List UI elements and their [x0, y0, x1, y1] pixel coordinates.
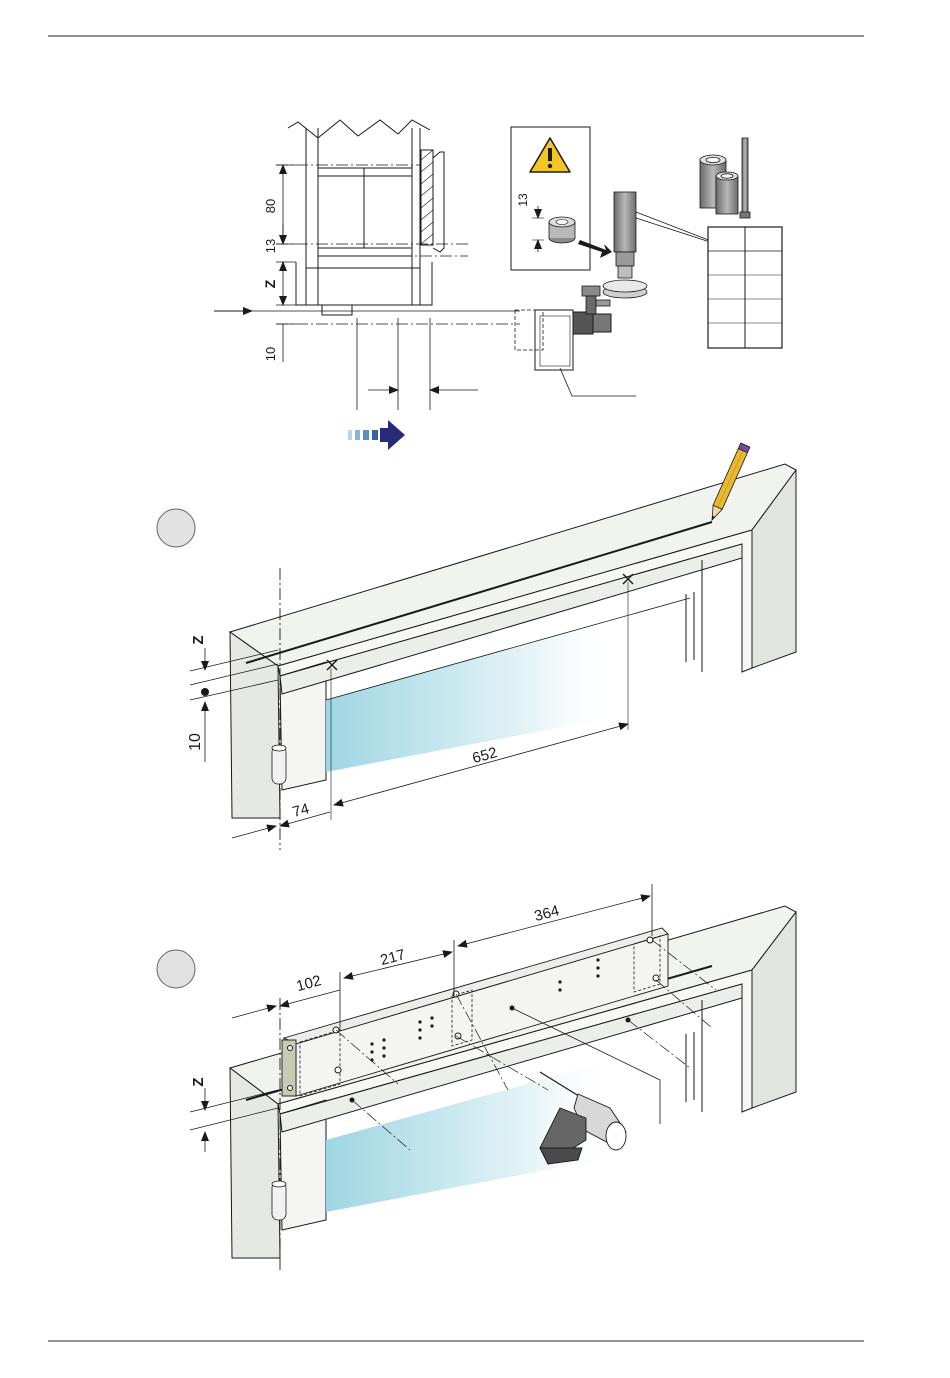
- dim-13-label: 13: [263, 239, 278, 253]
- step-1-dim-10-label: 10: [187, 733, 204, 751]
- step-1-dim-z-label: Z: [190, 635, 207, 644]
- step-2-dim-364-label: 364: [533, 902, 562, 925]
- step-1-marking-line: [246, 522, 712, 663]
- hinge-icon: [272, 745, 286, 784]
- spacer-ring-icon: [549, 217, 575, 243]
- step-1-dim-652-label: 652: [471, 744, 500, 767]
- step-2-dim-z-label: Z: [190, 1077, 207, 1086]
- step-2-dim-102-label: 102: [295, 972, 324, 995]
- step-2-hinge-icon: [272, 1181, 286, 1220]
- warning-dim-13-label: 13: [516, 193, 530, 207]
- spare-parts-icon: [700, 138, 750, 218]
- step-1-circle: [157, 509, 195, 547]
- dim-10-label: 10: [263, 347, 278, 361]
- dashed-arrow-right-icon: [348, 420, 405, 450]
- step-2-dim-217-label: 217: [379, 946, 408, 969]
- step-1-door-frame: [230, 464, 796, 818]
- spare-parts-table: [708, 227, 782, 348]
- spindle-assembly: [582, 192, 647, 314]
- warning-box: 13: [511, 127, 590, 270]
- dim-80-label: 80: [263, 199, 278, 213]
- step-2-circle: [157, 950, 195, 988]
- dim-z-label: Z: [262, 279, 278, 288]
- step-1-reference-dot: [201, 688, 209, 696]
- cross-section-detail: [214, 120, 520, 410]
- closer-section: [515, 310, 636, 396]
